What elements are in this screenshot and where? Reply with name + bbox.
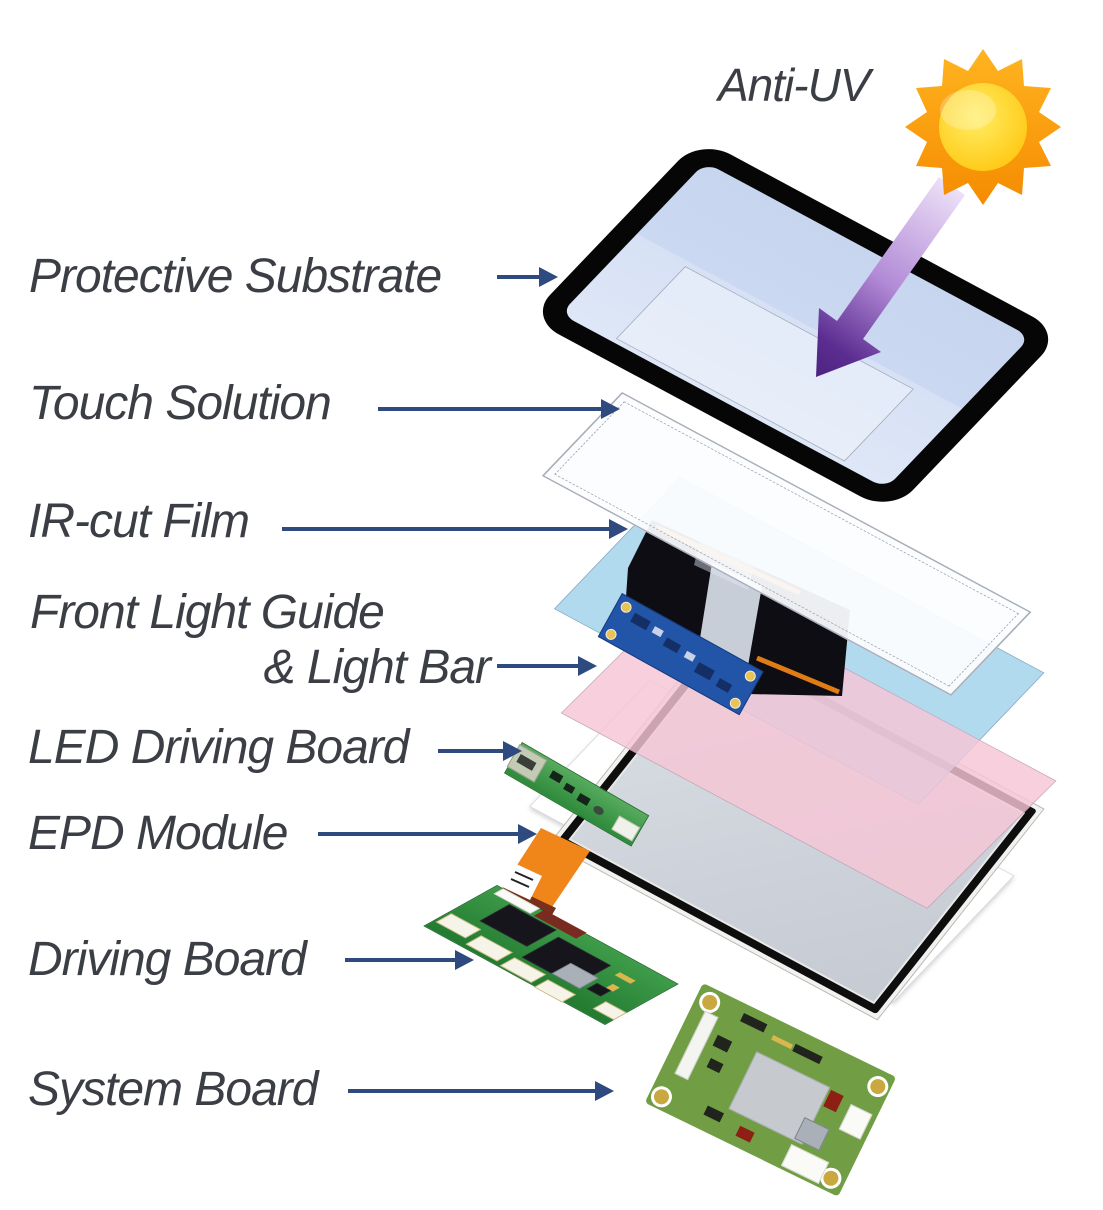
arrow-led-driving-board <box>438 741 522 761</box>
label-system-board: System Board <box>28 1063 318 1116</box>
ribbon-contact-strip <box>756 655 840 695</box>
arrow-front-light-guide <box>497 656 597 676</box>
label-ir-cut-film: IR-cut Film <box>28 495 250 548</box>
sun-icon <box>905 49 1061 205</box>
arrow-protective-substrate <box>497 267 558 287</box>
arrow-driving-board <box>345 950 474 970</box>
label-protective-substrate: Protective Substrate <box>29 250 442 303</box>
arrow-epd-module <box>318 824 537 844</box>
arrow-system-board <box>348 1081 614 1101</box>
flex-barcode-label <box>500 862 542 900</box>
label-led-driving-board: LED Driving Board <box>28 721 409 774</box>
label-light-bar: & Light Bar <box>263 641 491 694</box>
arrow-touch-solution <box>378 399 620 419</box>
label-driving-board: Driving Board <box>28 933 307 986</box>
arrow-ir-cut-film <box>282 519 628 539</box>
label-epd-module: EPD Module <box>28 807 288 860</box>
label-touch-solution: Touch Solution <box>29 377 332 430</box>
label-front-light-guide: Front Light Guide <box>30 586 385 639</box>
anti-uv-annotation: Anti-UV <box>718 59 870 111</box>
uv-arrow-icon <box>816 177 965 377</box>
